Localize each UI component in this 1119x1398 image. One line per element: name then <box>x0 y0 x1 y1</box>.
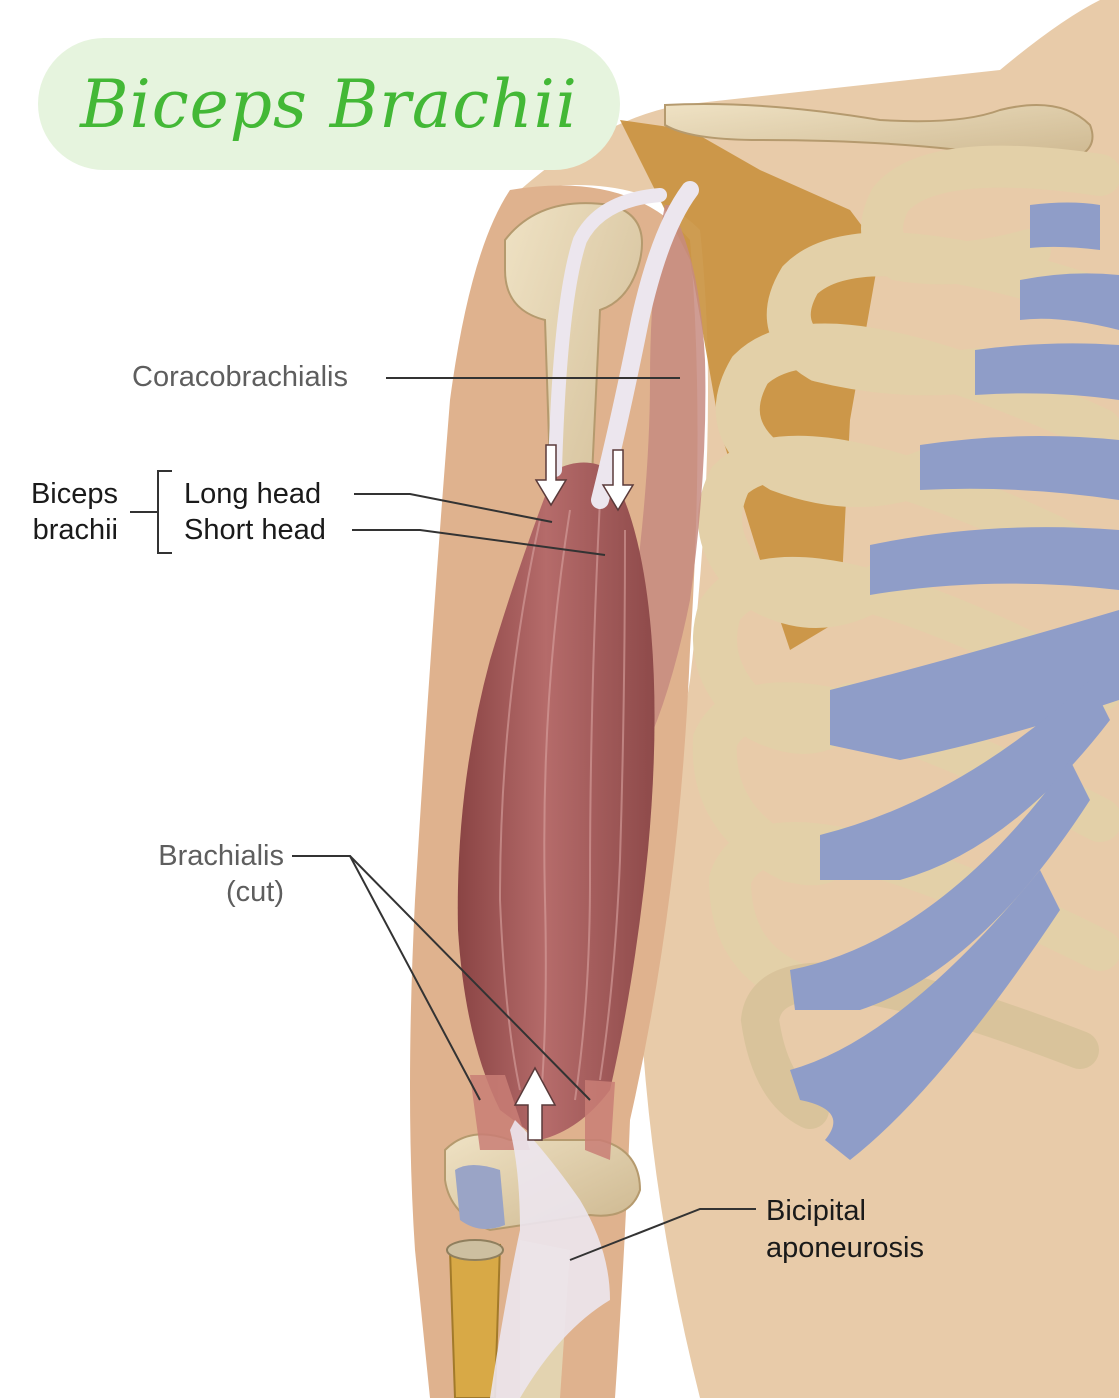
label-long-head: Long head <box>184 478 322 510</box>
brachialis-muscle <box>470 1075 615 1160</box>
biceps-belly <box>457 462 655 1140</box>
leader-lines <box>130 377 756 1261</box>
label-biceps: Biceps <box>30 478 118 510</box>
muscle-fibers <box>498 499 626 1111</box>
page-title: Biceps Brachii <box>80 65 578 143</box>
label-bicipital: Bicipital <box>766 1195 866 1227</box>
label-brachialis-cut: (cut) <box>226 876 284 908</box>
title-banner: Biceps Brachii <box>38 38 620 170</box>
label-aponeurosis: aponeurosis <box>766 1232 924 1264</box>
bicipital-aponeurosis <box>490 1120 610 1398</box>
label-coracobrachialis: Coracobrachialis <box>132 361 348 393</box>
costal-cartilage <box>790 202 1119 1160</box>
label-brachialis: Brachialis <box>158 840 284 872</box>
label-short-head: Short head <box>184 514 326 546</box>
biceps-tendons <box>548 181 699 509</box>
label-brachii: brachii <box>32 514 118 546</box>
humerus <box>504 202 643 626</box>
arrow-icon <box>513 444 635 1141</box>
